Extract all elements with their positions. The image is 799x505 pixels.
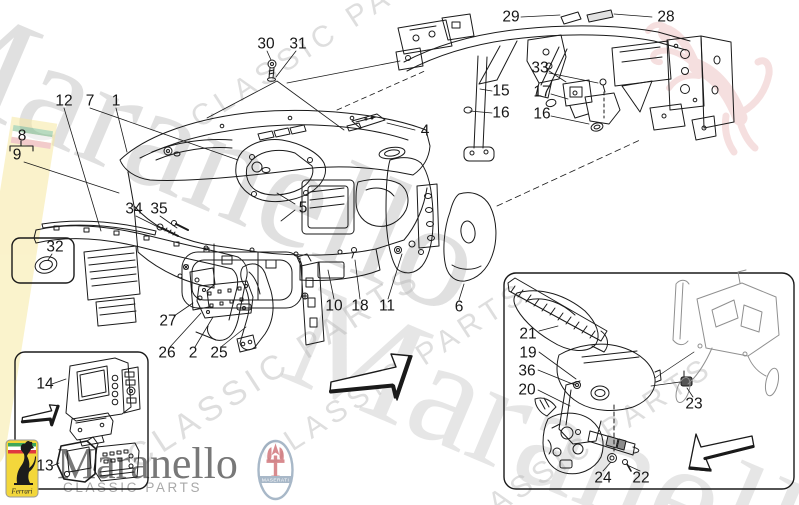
callout-16[interactable]: 16 — [533, 105, 551, 123]
callout-13[interactable]: 13 — [36, 457, 54, 475]
callout-17[interactable]: 17 — [533, 83, 551, 101]
callout-12[interactable]: 12 — [55, 92, 73, 110]
callout-15[interactable]: 15 — [492, 82, 510, 100]
callout-25[interactable]: 25 — [210, 344, 228, 362]
callout-33[interactable]: 33 — [531, 59, 549, 77]
callout-4[interactable]: 4 — [420, 122, 430, 140]
explosion-lines — [206, 60, 641, 207]
callout-27[interactable]: 27 — [159, 312, 177, 330]
console-brackets — [177, 253, 325, 353]
callout-6[interactable]: 6 — [454, 298, 464, 316]
callout-7[interactable]: 7 — [85, 92, 95, 110]
direction-arrow-small — [20, 404, 60, 427]
callout-1[interactable]: 1 — [111, 92, 121, 110]
callout-22[interactable]: 22 — [632, 469, 650, 487]
screw-fastener — [267, 59, 277, 82]
callout-11[interactable]: 11 — [378, 297, 396, 315]
watermark-horse — [645, 21, 773, 156]
callout-32[interactable]: 32 — [46, 238, 64, 256]
callout-36[interactable]: 36 — [518, 362, 536, 380]
side-vent-bezel — [235, 139, 327, 203]
callout-10[interactable]: 10 — [325, 297, 343, 315]
crossbeam-assembly — [395, 9, 735, 162]
svg-text:MASERATI: MASERATI — [262, 478, 289, 484]
leader-lines — [9, 13, 694, 472]
maserati-logo: MASERATI — [257, 439, 294, 501]
callout-35[interactable]: 35 — [150, 200, 168, 218]
mat-strip — [346, 113, 386, 132]
callout-5[interactable]: 5 — [298, 199, 308, 217]
callout-30[interactable]: 30 — [257, 35, 275, 53]
callout-29[interactable]: 29 — [502, 8, 520, 26]
callout-31[interactable]: 31 — [289, 35, 307, 53]
detail-box-radio — [14, 351, 149, 490]
callout-28[interactable]: 28 — [657, 8, 675, 26]
callout-18[interactable]: 18 — [351, 297, 369, 315]
prancing-horse-icon — [14, 440, 36, 485]
direction-arrow-back — [688, 433, 755, 472]
mounting-screws — [156, 220, 189, 237]
callout-8[interactable]: 8 — [17, 127, 27, 145]
callout-26[interactable]: 26 — [158, 344, 176, 362]
callout-21[interactable]: 21 — [519, 325, 537, 343]
callout-14[interactable]: 14 — [36, 375, 54, 393]
callout-24[interactable]: 24 — [594, 469, 612, 487]
detail-box-steering — [503, 269, 795, 490]
callout-19[interactable]: 19 — [519, 344, 537, 362]
callout-2[interactable]: 2 — [188, 344, 198, 362]
direction-arrow-forward — [329, 353, 413, 401]
pillar-trim — [443, 192, 497, 282]
ferrari-logo: Ferrari — [5, 439, 39, 498]
callout-34[interactable]: 34 — [125, 200, 143, 218]
detail-box-grommet — [11, 237, 75, 284]
dashboard-end-cap — [385, 157, 440, 274]
callout-16[interactable]: 16 — [492, 104, 510, 122]
callout-23[interactable]: 23 — [685, 395, 703, 413]
callout-20[interactable]: 20 — [518, 381, 536, 399]
brand-tagline: CLASSIC PARTS — [63, 480, 203, 495]
svg-text:Ferrari: Ferrari — [11, 488, 33, 496]
lower-trim-panel — [33, 146, 248, 341]
callout-9[interactable]: 9 — [12, 146, 22, 164]
